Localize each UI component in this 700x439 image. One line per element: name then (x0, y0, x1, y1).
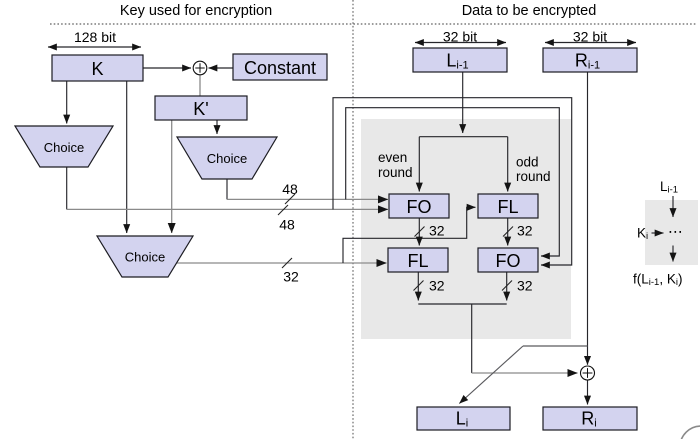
bus-slash-48-upper (284, 193, 296, 205)
constant-box (232, 53, 328, 81)
k-box-label: K (91, 59, 103, 79)
bus-slash-fl-odd (502, 226, 514, 237)
fl-even-label: FL (407, 251, 428, 271)
key-schedule-wires (63, 64, 573, 269)
k-prime-box-label: K' (193, 99, 208, 119)
r-out-label: Ri (581, 408, 596, 429)
k-prime-box (154, 95, 248, 121)
section-title-data: Data to be encrypted (462, 3, 597, 19)
bus-slash-48-lower (277, 204, 289, 216)
data-path-wires (413, 72, 592, 405)
constant-box-label: Constant (244, 58, 316, 78)
wire-32-branch-to-fl-odd (342, 203, 476, 263)
l-out-box (416, 406, 511, 431)
xor-icon (579, 365, 596, 381)
mini-k-label: Ki (637, 225, 648, 242)
mini-l-label: Li-1 (660, 179, 678, 196)
r-in-box (542, 47, 638, 73)
width-label-32bit-left: 32 bit (443, 29, 477, 45)
choice1-trapezoid (13, 125, 115, 168)
xor-icon (192, 60, 208, 76)
choice1-label: Choice (44, 140, 84, 155)
even-round-label-line2: round (378, 165, 413, 180)
wire-48-around-top-outer (332, 97, 573, 269)
out32-label-fo-even: 32 (429, 223, 445, 239)
l-out-label: Li (456, 408, 468, 429)
mini-dots: ⋯ (668, 224, 683, 241)
width-label-32bit-right: 32 bit (573, 29, 607, 45)
mini-f-result-label: f(Li-1, Ki) (633, 271, 682, 288)
fo-even-box (388, 193, 450, 219)
choice2-trapezoid (175, 136, 279, 180)
fl-odd-box (477, 193, 539, 219)
odd-round-label-line2: round (516, 169, 551, 184)
mini-function-diagram: Li-1 Ki ⋯ f(Li-1, Ki) (633, 179, 683, 288)
bus-slash-32 (281, 257, 293, 269)
odd-round-label-line1: odd (516, 155, 539, 170)
fo-odd-box (477, 247, 539, 273)
r-out-box (542, 406, 638, 431)
fo-even-label: FO (407, 197, 432, 217)
out32-label-fl-odd: 32 (517, 223, 533, 239)
even-round-label-line1: even (378, 150, 407, 165)
round-function-panel (361, 119, 571, 339)
bus-slash-fo-odd (501, 280, 513, 291)
out32-label-fo-odd: 32 (517, 278, 533, 294)
choice2-label: Choice (207, 151, 247, 166)
fo-odd-label: FO (496, 251, 521, 271)
fl-odd-label: FL (497, 197, 518, 217)
corner-arc-decoration (680, 425, 700, 439)
out32-label-fl-even: 32 (429, 278, 445, 294)
l-in-label: Li-1 (446, 51, 468, 72)
fl-even-box (387, 247, 449, 273)
wire-48-around-top-inner (345, 107, 560, 260)
wire-swap-diagonal-to-l-out (458, 345, 524, 404)
bus-label-48-upper: 48 (282, 181, 298, 197)
l-in-box (412, 47, 508, 73)
bus-label-32: 32 (283, 269, 299, 285)
width-label-128bit: 128 bit (74, 29, 116, 45)
choice3-label: Choice (125, 250, 165, 265)
bus-slash-fl-even (413, 280, 424, 291)
r-in-label: Ri-1 (575, 51, 600, 72)
bus-slash-fo-even (414, 226, 425, 237)
k-box (51, 54, 144, 82)
bus-label-48-lower: 48 (279, 217, 295, 233)
section-title-key: Key used for encryption (120, 3, 272, 19)
choice3-trapezoid (95, 235, 195, 278)
